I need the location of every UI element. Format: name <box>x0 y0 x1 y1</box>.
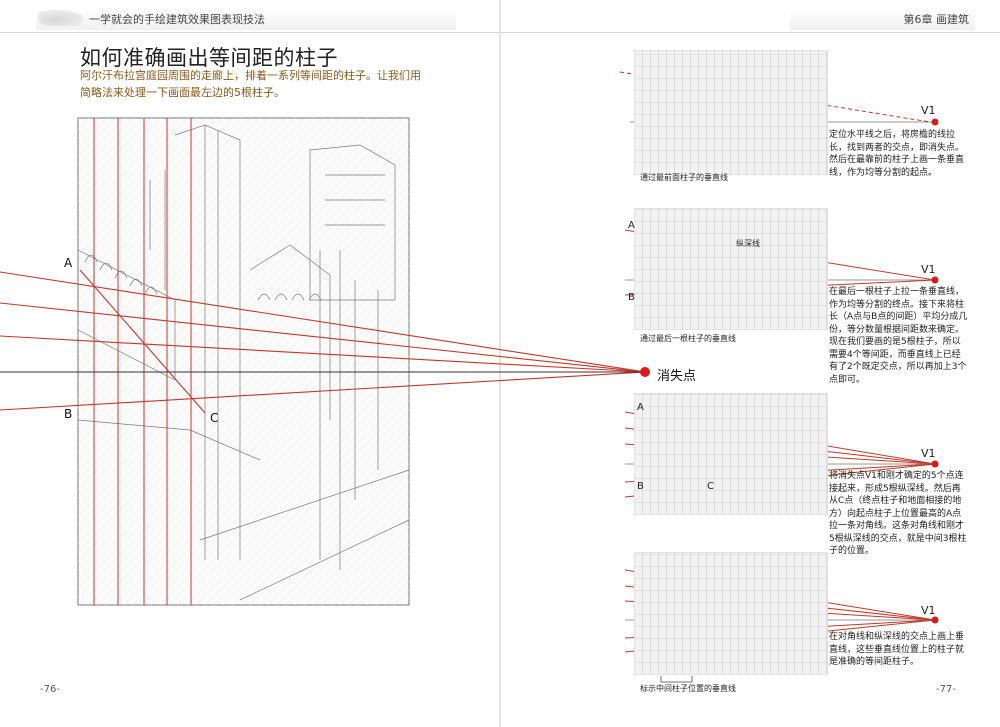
page-number-left: -76- <box>40 684 60 695</box>
vanishing-point-label: 消失点 <box>657 369 697 384</box>
point-a-label: A <box>64 256 73 270</box>
step4-description: 在对角线和纵深线的交点上画上垂直线，这些垂直线位置上的柱子就是准确的等间距柱子。 <box>829 632 965 667</box>
point-c-label: C <box>210 411 219 425</box>
sketch-panel <box>77 117 410 606</box>
step1-description: 定位水平线之后，将房檐的线拉长，找到两者的交点，即消失点。然后在最靠前的柱子上画… <box>829 130 965 178</box>
vanishing-point-dot <box>640 367 650 377</box>
header-left-band: 一学就会的手绘建筑效果图表现技法 <box>36 8 456 30</box>
step3-point-a-label: A <box>637 402 644 413</box>
diagonal-line <box>79 269 206 414</box>
step1-v1-label: V1 <box>921 104 936 117</box>
step2-depth-line-label: 纵深线 <box>736 239 760 248</box>
step2-point-b-label: B <box>628 292 635 303</box>
depth-lines <box>0 271 646 411</box>
step3-v1-label: V1 <box>921 447 936 460</box>
header-right-band: 第6章 画建筑 <box>790 8 975 30</box>
step1-panel <box>634 50 828 175</box>
step3-description: 将消失点V1和刚才确定的5个点连接起来，形成5根纵深线。然后再从C点（终点柱子和… <box>829 471 967 556</box>
page-number-right: -77- <box>936 684 956 695</box>
point-b-label: B <box>64 407 73 421</box>
step2-caption: 通过最后一根柱子的垂直线 <box>640 334 736 343</box>
book-title: 一学就会的手绘建筑效果图表现技法 <box>89 13 265 26</box>
step2-panel <box>634 208 828 330</box>
step4-caption: 标示中间柱子位置的垂直线 <box>640 684 736 693</box>
step2-v1-label: V1 <box>921 263 936 276</box>
step2-description: 在最后一根柱子上拉一条垂直线，作为均等分割的终点。接下来将柱长（A点与B点的间距… <box>829 287 968 385</box>
section-intro: 阿尔汗布拉宫庭园周围的走廊上，排着一系列等间距的柱子。让我们用简略法来处理一下画… <box>80 69 421 99</box>
sketch-lines <box>77 124 410 601</box>
step3-point-c-label: C <box>707 481 714 492</box>
step3-panel <box>634 393 828 515</box>
column-verticals <box>93 118 192 605</box>
step4-v1-label: V1 <box>921 604 936 617</box>
section-heading: 如何准确画出等间距的柱子 <box>80 46 338 70</box>
step2-point-a-label: A <box>628 220 635 231</box>
step3-point-b-label: B <box>637 481 644 492</box>
step1-caption: 通过最前面柱子的垂直线 <box>640 173 728 182</box>
chapter-title: 第6章 画建筑 <box>903 13 970 26</box>
book-logo-icon <box>38 10 84 26</box>
step4-panel <box>634 552 828 675</box>
